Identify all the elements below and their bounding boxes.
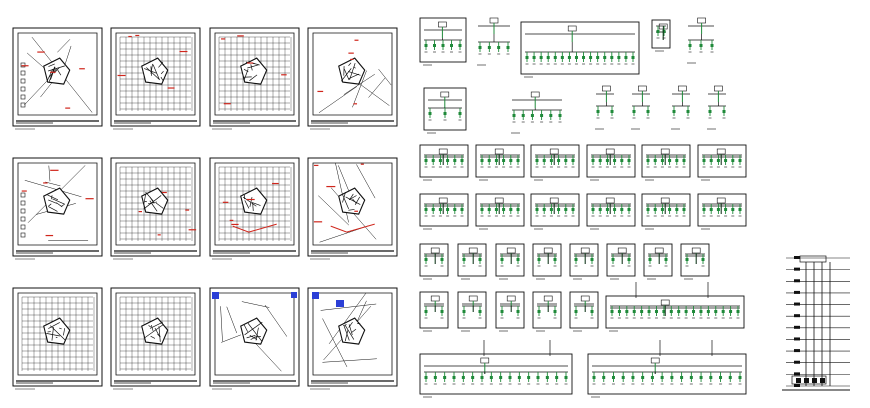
floor-plan-sheet <box>210 288 299 389</box>
single-line-diagram <box>652 20 670 51</box>
single-line-diagram <box>531 145 579 180</box>
single-line-diagram <box>424 88 466 133</box>
single-line-diagram <box>420 292 448 331</box>
single-line-diagram <box>420 244 448 279</box>
single-line-diagram <box>707 86 726 129</box>
single-line-diagram <box>698 145 746 180</box>
single-line-diagram <box>587 145 635 180</box>
single-line-diagram <box>477 18 510 65</box>
floor-plan-sheet <box>210 158 299 259</box>
single-line-diagram <box>420 354 572 397</box>
floor-plan-sheet <box>308 288 397 389</box>
floor-plan-sheet <box>111 28 200 129</box>
single-line-diagram <box>588 354 746 397</box>
single-line-diagram <box>644 244 672 279</box>
floor-plan-sheet <box>13 28 102 129</box>
single-line-diagram <box>496 244 524 279</box>
floor-plan-sheet <box>13 158 102 259</box>
single-line-diagram <box>511 92 562 133</box>
single-line-diagram <box>533 244 561 279</box>
single-line-diagram <box>570 292 598 331</box>
floor-plan-sheet <box>111 288 200 389</box>
single-line-diagram <box>631 86 650 129</box>
single-line-diagram <box>420 18 466 65</box>
single-line-diagram <box>476 145 524 180</box>
single-line-diagram <box>642 194 690 229</box>
floor-plan-sheet <box>111 158 200 259</box>
single-line-diagram <box>687 18 714 63</box>
floor-plan-sheet <box>308 28 397 129</box>
single-line-diagram <box>533 292 561 331</box>
single-line-diagram <box>476 194 524 229</box>
floor-plan-sheet <box>13 288 102 389</box>
single-line-diagram <box>521 22 639 77</box>
single-line-diagram <box>570 244 598 279</box>
single-line-diagram <box>420 194 468 229</box>
single-line-diagram <box>671 86 690 129</box>
floor-plan-sheet <box>308 158 397 259</box>
single-line-diagram <box>458 244 486 279</box>
single-line-diagram <box>642 145 690 180</box>
single-line-diagram <box>607 244 635 279</box>
single-line-diagram <box>698 194 746 229</box>
single-line-diagram <box>595 86 614 129</box>
single-line-diagram <box>681 244 709 279</box>
single-line-diagram <box>496 292 524 331</box>
floor-plan-sheet <box>210 28 299 129</box>
riser-diagram <box>782 256 850 390</box>
single-line-diagram <box>587 194 635 229</box>
single-line-diagram <box>606 296 744 331</box>
single-line-diagram <box>458 292 486 331</box>
single-line-diagram <box>531 194 579 229</box>
single-line-diagram <box>420 145 468 180</box>
